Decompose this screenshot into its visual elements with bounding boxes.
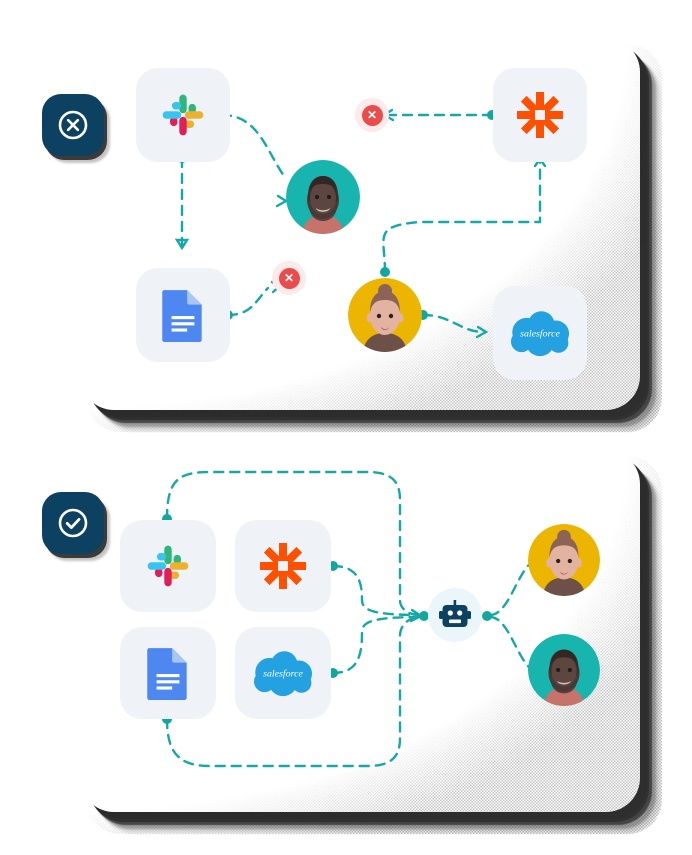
avatar-bearded-man-icon bbox=[528, 634, 600, 706]
circle-x-icon: ✕ bbox=[278, 267, 300, 289]
salesforce-tile[interactable]: salesforce bbox=[235, 627, 331, 719]
avatar-bun-woman-icon bbox=[348, 278, 422, 352]
zapier-tile[interactable] bbox=[493, 68, 587, 162]
circle-x-icon bbox=[58, 110, 88, 140]
google-docs-icon bbox=[162, 290, 202, 342]
slack-tile[interactable] bbox=[120, 520, 216, 612]
robot-icon bbox=[439, 600, 471, 627]
bot-hub[interactable] bbox=[428, 588, 482, 642]
avatar-bun-woman bbox=[348, 278, 422, 352]
error-marker-top: ✕ bbox=[355, 98, 389, 132]
salesforce-wordmark: salesforce bbox=[263, 668, 303, 679]
avatar-bun-woman bbox=[528, 524, 600, 596]
avatar-bearded-man-icon bbox=[286, 160, 360, 234]
avatar-bun-woman-icon bbox=[528, 524, 600, 596]
google-docs-tile[interactable] bbox=[120, 627, 216, 719]
slack-tile[interactable] bbox=[136, 68, 230, 162]
slack-icon bbox=[147, 545, 189, 587]
circle-check-icon bbox=[58, 508, 88, 538]
avatar-bearded-man bbox=[528, 634, 600, 706]
google-docs-icon bbox=[147, 648, 187, 700]
zapier-tile[interactable] bbox=[235, 520, 331, 612]
salesforce-wordmark: salesforce bbox=[520, 328, 560, 339]
error-marker-mid: ✕ bbox=[272, 261, 306, 295]
avatar-bearded-man bbox=[286, 160, 360, 234]
success-badge bbox=[42, 492, 104, 554]
slack-icon bbox=[162, 94, 204, 136]
salesforce-tile[interactable]: salesforce bbox=[493, 286, 587, 380]
salesforce-icon: salesforce bbox=[510, 311, 570, 357]
zapier-icon bbox=[260, 543, 306, 589]
zapier-icon bbox=[517, 92, 563, 138]
salesforce-icon: salesforce bbox=[253, 651, 313, 697]
circle-x-icon: ✕ bbox=[361, 104, 383, 126]
error-badge bbox=[42, 94, 104, 156]
google-docs-tile[interactable] bbox=[136, 268, 230, 362]
